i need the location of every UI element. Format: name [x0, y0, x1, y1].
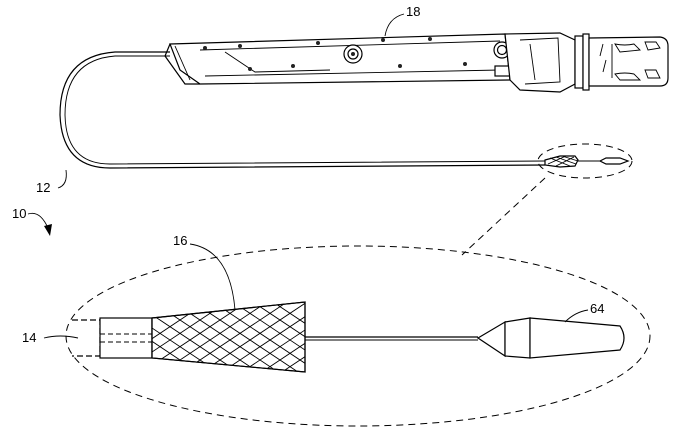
- label-tip: 64: [564, 301, 604, 323]
- mesh-ref-number: 16: [173, 233, 187, 248]
- handle-assembly: [164, 32, 669, 93]
- label-handle: 18: [384, 4, 420, 37]
- connector-ref-number: 14: [22, 330, 36, 345]
- handle-ref-number: 18: [406, 4, 420, 19]
- arrow-head-icon: [44, 224, 52, 236]
- label-device: 10: [12, 206, 52, 236]
- label-mesh: 16: [173, 233, 236, 311]
- detail-connector-line: [461, 177, 546, 256]
- label-connector: 14: [22, 330, 79, 345]
- catheter-ref-number: 12: [36, 180, 50, 195]
- detail-callout-small: [537, 143, 633, 179]
- enlarged-distal-assembly: [72, 301, 625, 373]
- label-catheter: 12: [36, 169, 67, 195]
- catheter-shaft: [59, 51, 630, 169]
- tip-ref-number: 64: [590, 301, 604, 316]
- device-ref-number: 10: [12, 206, 26, 221]
